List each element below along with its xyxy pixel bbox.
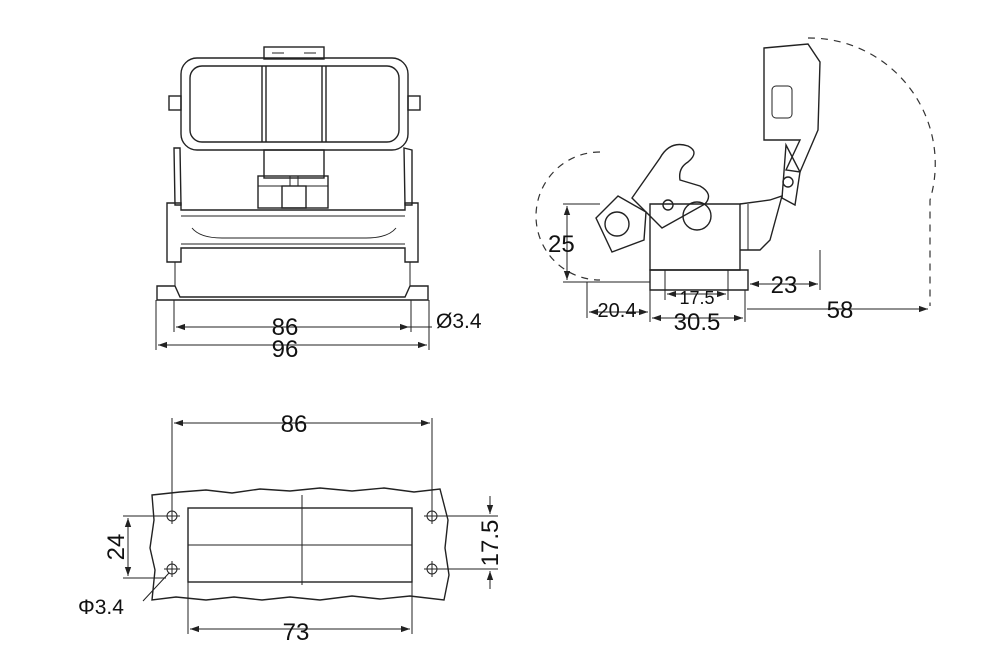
center-stem [263,149,325,179]
dim-hole-bottom-label: Φ3.4 [78,596,124,619]
mount-hole [164,508,180,524]
side-view: 25 20.4 17.5 30.5 23 58 [535,37,936,336]
dim-73-label: 73 [283,619,310,646]
dim-25-label: 25 [548,231,575,258]
hook-lever [631,143,710,229]
front-view: 86 96 Ø3.4 [155,46,482,363]
dim-96-label: 96 [272,336,299,363]
side-body [649,203,741,271]
side-base [649,269,749,291]
mount-hole [164,561,180,577]
bottom-view: 86 24 17.5 Φ3.4 73 [78,411,504,646]
hole-leader [142,572,170,602]
hinge-arc [535,151,601,281]
panel-outline [149,487,450,601]
dim-17-5-label: 17.5 [679,288,714,308]
dim-30-5-label: 30.5 [674,309,721,336]
top-clip [263,46,325,60]
mount-hole [424,508,440,524]
left-pin [168,95,182,111]
dim-24-label: 24 [103,534,130,561]
dim-58-label: 58 [827,297,854,324]
dim-86-label: 86 [272,314,299,341]
right-pin [407,95,421,111]
swing-arc [807,37,936,306]
hinge-plate [595,195,647,253]
dim-86-bottom-label: 86 [281,411,308,438]
hinge-pin [604,211,630,237]
right-hook [403,147,413,206]
left-hook [173,147,182,206]
base-plate [156,285,429,301]
mount-hole [424,561,440,577]
dim-20-4-label: 20.4 [598,300,637,322]
locking-pin [682,201,712,231]
dim-17-5-bottom-label: 17.5 [477,520,504,567]
lever-frame [180,57,409,151]
dim-hole-label: Ø3.4 [436,310,482,333]
dim-23-label: 23 [771,272,798,299]
housing-body [166,202,419,263]
